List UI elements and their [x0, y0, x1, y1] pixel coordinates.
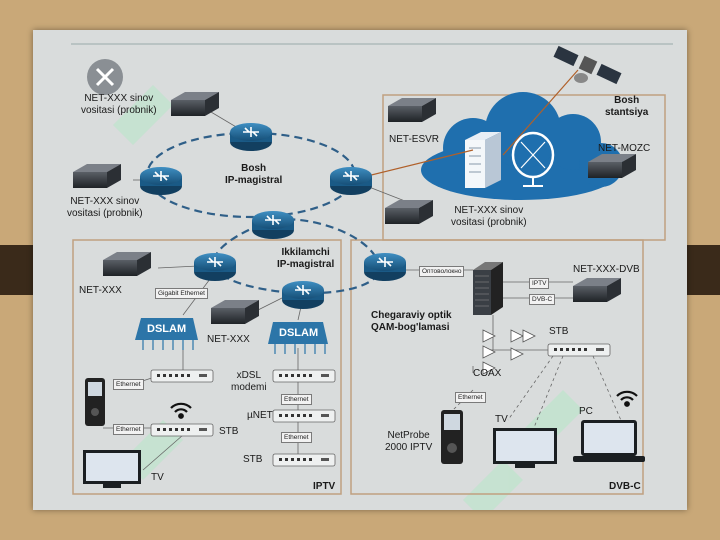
iptv-frame: [72, 239, 342, 495]
label-tv-right: TV: [495, 414, 508, 425]
tag-ethernet-5: Ethernet: [455, 392, 486, 403]
satellite-icon: [502, 45, 622, 156]
qam-rack: [473, 262, 503, 315]
router-main-right: [329, 166, 373, 196]
stb-left-box: [150, 423, 214, 437]
close-icon: [87, 59, 123, 95]
router-secondary-bottom: [281, 280, 325, 310]
label-net-xxx-probe-top: NET-XXX sinov vositasi (probnik): [81, 93, 157, 116]
tag-iptv: IPTV: [529, 278, 550, 289]
handheld-probe-left: [85, 378, 105, 426]
label-iptv-section: IPTV: [313, 481, 336, 492]
tag-ethernet-2: Ethernet: [113, 424, 144, 435]
server-rack-icon: [465, 132, 501, 188]
xdsl-modem-right: [272, 369, 336, 383]
router-secondary-right: [363, 252, 407, 282]
diagram-panel: NET-XXX sinov vositasi (probnik) NET-XXX…: [33, 30, 687, 510]
wifi-icon-right: [616, 390, 638, 407]
satellite-dish-icon: [511, 131, 555, 187]
label-unet: µNET: [247, 410, 273, 421]
xdsl-modem-left: [150, 369, 214, 383]
device-net-esvr: [388, 98, 436, 122]
label-qam-node: Chegaraviy optik QAM-bog'lamasi: [371, 310, 452, 333]
network-diagram-svg: [71, 43, 673, 510]
label-tv-left: TV: [151, 472, 164, 483]
dslam-left: [135, 318, 198, 350]
label-dslam-right: DSLAM: [279, 327, 319, 339]
wifi-icon-left: [170, 402, 192, 419]
tv-left-icon: [83, 450, 141, 488]
device-net-xxx-left: [103, 252, 151, 276]
tag-ethernet-4: Ethernet: [281, 432, 312, 443]
label-stb-right: STB: [549, 326, 569, 337]
tag-optical-fiber: Оптоволокно: [419, 266, 465, 277]
label-net-xxx-dvb: NET-XXX-DVB: [573, 264, 640, 275]
label-dslam-left: DSLAM: [147, 323, 187, 335]
label-secondary-ip-backbone: Ikkilamchi IP-magistral: [277, 247, 335, 270]
label-netprobe: NetProbe 2000 IPTV: [385, 430, 433, 453]
label-net-mozc: NET-MOZC: [598, 143, 651, 154]
label-net-xxx-probe-right: NET-XXX sinov vositasi (probnik): [451, 205, 527, 228]
device-net-xxx-mid: [211, 300, 259, 324]
label-stb-mid: STB: [243, 454, 263, 465]
router-main-top: [229, 122, 273, 152]
label-pc: PC: [579, 406, 593, 417]
router-main-left: [139, 166, 183, 196]
cloud-network: [421, 92, 623, 200]
tag-gigabit-ethernet: Gigabit Ethernet: [155, 288, 208, 299]
stb-right-box: [547, 343, 611, 357]
label-xdsl-modem: xDSL modemi: [231, 370, 267, 393]
label-net-xxx-mid: NET-XXX: [207, 334, 250, 345]
tag-ethernet-3: Ethernet: [281, 394, 312, 405]
tv-right-icon: [493, 428, 557, 468]
label-main-ip-backbone: Bosh IP-magistral: [225, 163, 283, 186]
label-head-station: Bosh stantsiya: [605, 95, 649, 118]
device-net-xxx-probe-left: [73, 164, 121, 188]
router-main-bottom: [251, 210, 295, 240]
label-net-esvr: NET-ESVR: [389, 134, 440, 145]
router-secondary-left: [193, 252, 237, 282]
netprobe-device: [441, 410, 463, 464]
stb-mid-box: [272, 453, 336, 467]
tag-ethernet-1: Ethernet: [113, 379, 144, 390]
label-net-xxx-left: NET-XXX: [79, 285, 122, 296]
device-net-xxx-dvb: [573, 278, 621, 302]
tag-dvbc: DVB-C: [529, 294, 556, 305]
label-net-xxx-probe-left: NET-XXX sinov vositasi (probnik): [67, 196, 143, 219]
label-stb-left: STB: [219, 426, 239, 437]
device-net-xxx-probe-right: [385, 200, 433, 224]
label-dvbc-section: DVB-C: [609, 481, 641, 492]
pc-icon: [573, 420, 645, 462]
dslam-right: [268, 322, 328, 354]
coax-amplifiers: [482, 329, 536, 375]
label-coax: COAX: [473, 368, 502, 379]
unet-box: [272, 409, 336, 423]
